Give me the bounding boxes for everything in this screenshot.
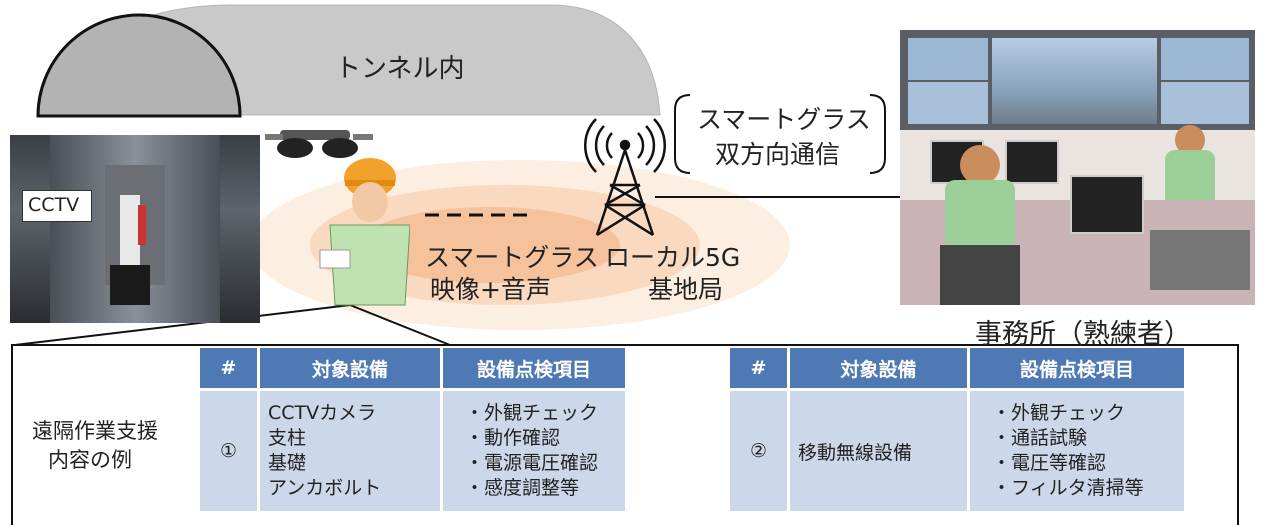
table2-row-num: ② — [730, 391, 787, 511]
inspection-table-2: # 対象設備 設備点検項目 ② 移動無線設備 ・外観チェック ・通話試験 ・電圧… — [727, 345, 1187, 514]
support-example-line1: 遠隔作業支援 — [32, 419, 158, 443]
inspection-item: ・電圧等確認 — [992, 452, 1107, 474]
inspection-item: ・電源電圧確認 — [465, 452, 599, 474]
table1-header-items: 設備点検項目 — [443, 348, 625, 388]
smartglass-stream-line2: 映像+音声 — [430, 275, 551, 304]
equipment-line: アンカボルト — [268, 477, 382, 499]
table2-row-equipment: 移動無線設備 — [790, 391, 967, 511]
cctv-label: CCTV — [28, 194, 80, 216]
table1-row-items: ・外観チェック ・動作確認 ・電源電圧確認 ・感度調整等 — [443, 391, 625, 511]
equipment-line: 移動無線設備 — [798, 441, 913, 464]
equipment-line: 基礎 — [268, 452, 307, 474]
inspection-item: ・感度調整等 — [465, 477, 580, 499]
inspection-item: ・動作確認 — [465, 427, 561, 449]
table1-row-equipment: CCTVカメラ 支柱 基礎 アンカボルト — [260, 391, 440, 511]
inspection-table-1: # 対象設備 設備点検項目 ① CCTVカメラ 支柱 基礎 アンカボルト ・外観… — [197, 345, 628, 514]
inspection-item: ・外観チェック — [465, 402, 599, 424]
base-station-line2: 基地局 — [648, 275, 724, 304]
inspection-item: ・外観チェック — [992, 402, 1126, 424]
inspection-item: ・通話試験 — [992, 427, 1088, 449]
tunnel-label: トンネル内 — [335, 54, 465, 84]
inspection-item: ・フィルタ清掃等 — [992, 477, 1144, 499]
antenna-tower-icon — [583, 118, 667, 237]
cctv-label-box: CCTV — [22, 190, 92, 222]
table2-header-num: # — [730, 348, 787, 388]
equipment-line: CCTVカメラ — [268, 402, 377, 424]
table2-header-items: 設備点検項目 — [970, 348, 1184, 388]
smartglass-stream-line1: スマートグラス — [425, 243, 599, 272]
base-station-line1: ローカル5G — [605, 243, 741, 272]
table1-row-num: ① — [200, 391, 257, 511]
table1-header-num: # — [200, 348, 257, 388]
control-room-illustration — [900, 30, 1255, 305]
office-label: 事務所（熟練者） — [975, 319, 1191, 350]
bidirectional-line2: 双方向通信 — [715, 140, 841, 169]
worker-icon — [319, 158, 410, 306]
bidirectional-line1: スマートグラス — [697, 105, 871, 134]
cctv-tunnel-photo: CCTV — [10, 135, 260, 323]
support-example-line2: 内容の例 — [48, 448, 132, 472]
equipment-line: 支柱 — [268, 427, 307, 449]
table1-header-equipment: 対象設備 — [260, 348, 440, 388]
table2-header-equipment: 対象設備 — [790, 348, 967, 388]
smart-glasses-icon — [265, 130, 373, 158]
table2-row-items: ・外観チェック ・通話試験 ・電圧等確認 ・フィルタ清掃等 — [970, 391, 1184, 511]
